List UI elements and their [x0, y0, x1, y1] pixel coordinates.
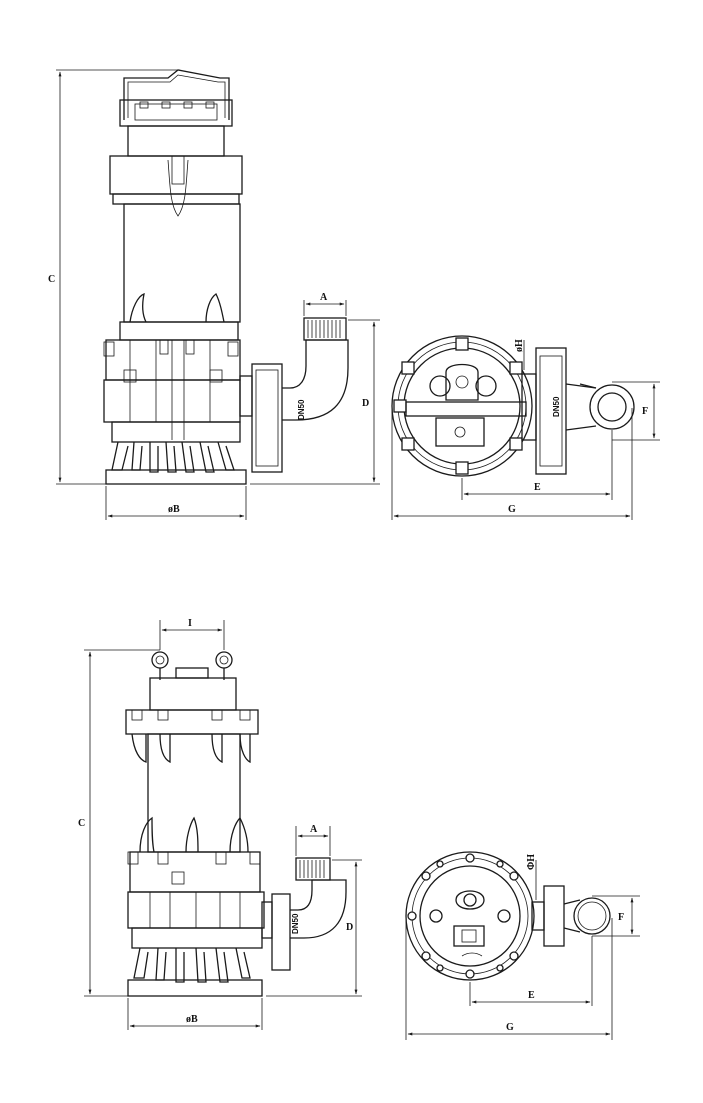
bottom-plan-view: E G F ΦH [405, 851, 640, 1040]
dim-h-label: øH [514, 339, 525, 352]
dim-b-label: øB [168, 504, 180, 515]
dim-g-label: G [508, 504, 516, 515]
flange-label: DN50 [297, 399, 306, 420]
dim-c-label: C [78, 818, 85, 829]
top-side-view: DN50 C øB A D [48, 69, 380, 520]
flange-label: DN50 [291, 913, 300, 934]
dim-a-label: A [310, 824, 318, 835]
dim-i-label: I [188, 618, 192, 629]
dim-b-label: øB [186, 1014, 198, 1025]
top-plan-view: DN50 E G F øH [391, 335, 660, 520]
dim-f-label: F [642, 406, 648, 417]
dim-h-label: ΦH [526, 854, 537, 870]
dim-d-label: D [362, 398, 369, 409]
dim-g-label: G [506, 1022, 514, 1033]
dim-a-label: A [320, 292, 328, 303]
bottom-side-view: DN50 I C øB A D [78, 618, 362, 1030]
dim-e-label: E [534, 482, 541, 493]
dim-e-label: E [528, 990, 535, 1001]
flange-label: DN50 [552, 396, 561, 417]
dim-d-label: D [346, 922, 353, 933]
dim-c-label: C [48, 274, 55, 285]
dim-f-label: F [618, 912, 624, 923]
